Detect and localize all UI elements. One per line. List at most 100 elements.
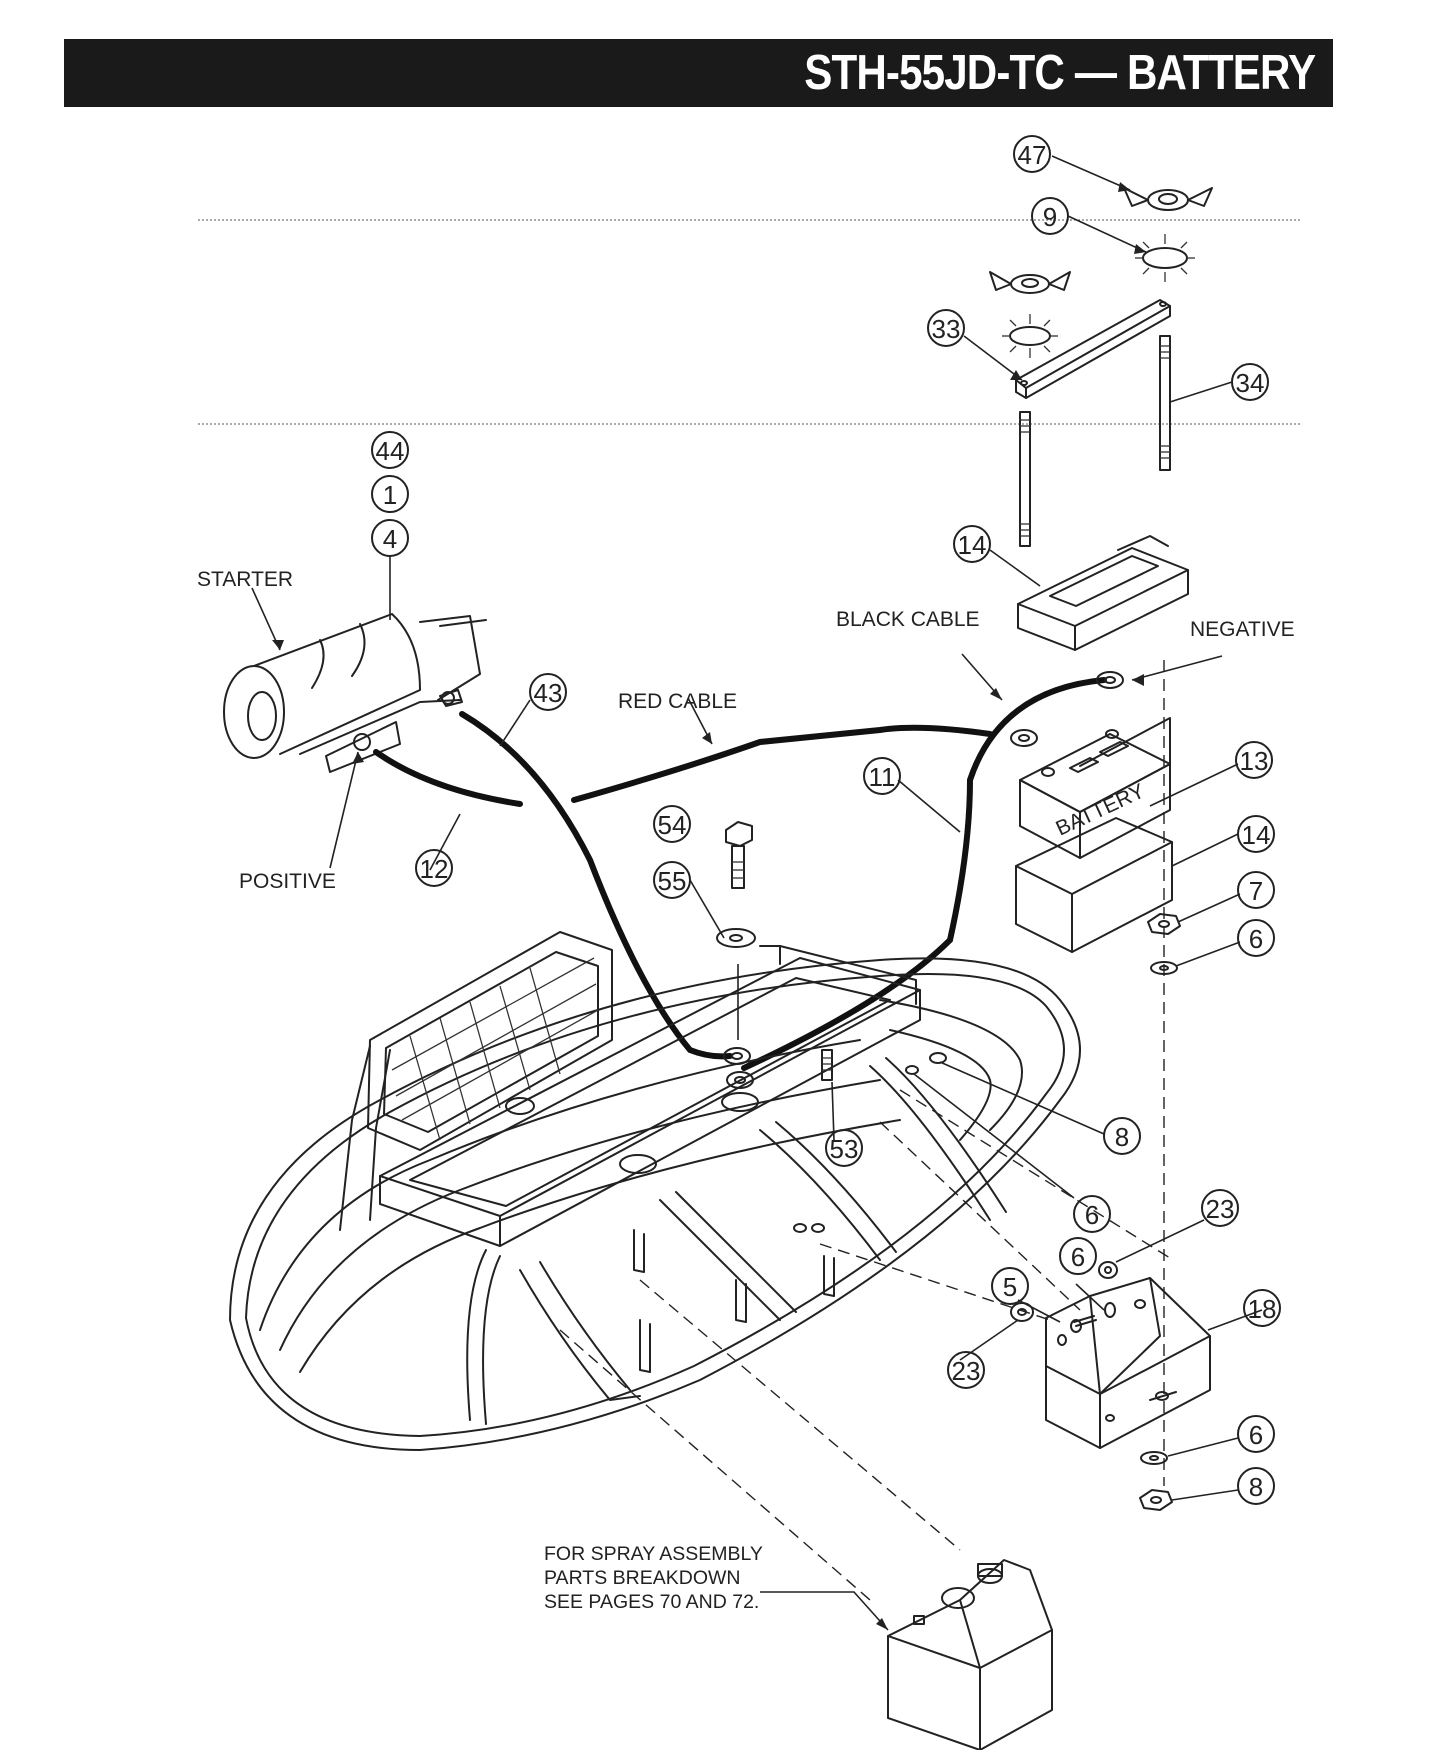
note-line-3: SEE PAGES 70 AND 72. (544, 1591, 759, 1613)
label-positive: POSITIVE (239, 870, 336, 893)
callout-53: 53 (825, 1129, 863, 1167)
svg-text:18: 18 (1248, 1294, 1277, 1324)
note-line-2: PARTS BREAKDOWN (544, 1567, 740, 1589)
washer-23-hole (1017, 1308, 1027, 1316)
label-black-cable: BLACK CABLE (836, 608, 980, 631)
wing-nut (989, 271, 1071, 294)
note-line-1: FOR SPRAY ASSEMBLY (544, 1543, 763, 1565)
callout-33: 33 (927, 309, 965, 347)
svg-text:1: 1 (383, 480, 397, 510)
washer-23 (1010, 1302, 1034, 1322)
washer-6-bottom-hole (1149, 1455, 1159, 1461)
lock-washer-9 (1135, 234, 1195, 282)
svg-text:33: 33 (932, 314, 961, 344)
bolt-5 (1070, 1315, 1097, 1333)
dash-to-spray-2 (639, 1279, 961, 1551)
svg-text:6: 6 (1085, 1200, 1099, 1230)
callout-11: 11 (863, 757, 901, 795)
svg-text:55: 55 (658, 866, 687, 896)
lock-washer-33 (1002, 314, 1058, 358)
washer-6-tray (1104, 1302, 1116, 1318)
callout-23-top: 23 (1201, 1189, 1239, 1227)
washer-55 (716, 928, 756, 948)
callout-47: 47 (1013, 135, 1051, 173)
callout-54: 54 (653, 805, 691, 843)
washer-23-b-hole (1104, 1266, 1112, 1274)
callout-8-bottom: 8 (1237, 1467, 1275, 1505)
mount-bracket-18 (1045, 1277, 1211, 1449)
starter-motor (223, 613, 487, 773)
svg-text:9: 9 (1043, 202, 1057, 232)
label-red-cable: RED CABLE (618, 690, 737, 713)
page-header: STH-55JD-TC — BATTERY (64, 39, 1333, 107)
washer-23-b (1098, 1261, 1118, 1279)
callout-13: 13 (1235, 741, 1273, 779)
label-starter: STARTER (197, 568, 293, 591)
callout-18: 18 (1243, 1289, 1281, 1327)
callout-14-top: 14 (953, 525, 991, 563)
svg-text:7: 7 (1249, 876, 1263, 906)
svg-text:6: 6 (1071, 1242, 1085, 1272)
svg-text:14: 14 (958, 530, 987, 560)
callout-8-frame: 8 (1103, 1117, 1141, 1155)
callout-55: 55 (653, 861, 691, 899)
svg-text:8: 8 (1115, 1122, 1129, 1152)
battery-label: BATTERY (1052, 780, 1148, 841)
svg-text:4: 4 (383, 524, 397, 554)
wing-nut-47 (1123, 187, 1213, 211)
battery-13: BATTERY (1019, 717, 1171, 859)
svg-text:6: 6 (1249, 1420, 1263, 1450)
callout-6-bottom: 6 (1237, 1415, 1275, 1453)
cable-terminals (723, 671, 1124, 1089)
callout-43: 43 (529, 673, 567, 711)
red-cable (571, 724, 993, 803)
leader-lines (251, 155, 1263, 1631)
battery-tray-14 (1015, 817, 1173, 953)
svg-text:6: 6 (1249, 924, 1263, 954)
threaded-rod-34 (1159, 335, 1171, 471)
callout-34: 34 (1231, 363, 1269, 401)
spray-tank (887, 1559, 1053, 1750)
svg-text:47: 47 (1018, 140, 1047, 170)
callout-7: 7 (1237, 871, 1275, 909)
callout-6-top: 6 (1237, 919, 1275, 957)
washer-6-bottom (1140, 1451, 1168, 1465)
threaded-rod (1019, 411, 1031, 547)
callout-6-tray: 6 (1059, 1237, 1097, 1275)
callout-1: 1 (371, 475, 409, 513)
svg-text:44: 44 (376, 436, 405, 466)
svg-text:12: 12 (420, 854, 449, 884)
label-negative: NEGATIVE (1190, 618, 1295, 641)
battery-cover-14 (1017, 535, 1189, 651)
nut-8-bottom (1139, 1489, 1173, 1511)
bolt-54 (725, 821, 753, 889)
dash-to-tray (879, 1121, 1081, 1311)
dash-to-tray-2 (899, 1089, 1171, 1259)
callouts: 47 9 33 34 44 1 4 14 43 11 13 14 12 54 5… (371, 135, 1281, 1505)
svg-text:53: 53 (830, 1134, 859, 1164)
callout-9: 9 (1031, 197, 1069, 235)
dash-to-spray-1 (559, 1329, 871, 1601)
leader-arrowheads (272, 182, 1146, 1630)
svg-text:11: 11 (869, 762, 896, 792)
svg-text:13: 13 (1240, 746, 1269, 776)
svg-text:54: 54 (658, 810, 687, 840)
red-cable-12 (373, 749, 523, 807)
svg-text:5: 5 (1003, 1272, 1017, 1302)
svg-text:23: 23 (1206, 1194, 1235, 1224)
svg-text:23: 23 (952, 1356, 981, 1386)
black-cable-11 (741, 677, 1107, 1071)
callout-44: 44 (371, 431, 409, 469)
callout-14-tray: 14 (1237, 815, 1275, 853)
callout-23-bottom: 23 (947, 1351, 985, 1389)
callout-4: 4 (371, 519, 409, 557)
svg-text:14: 14 (1242, 820, 1271, 850)
svg-text:34: 34 (1236, 368, 1265, 398)
page-title: STH-55JD-TC — BATTERY (803, 46, 1316, 100)
svg-text:8: 8 (1249, 1472, 1263, 1502)
callout-12: 12 (415, 849, 453, 887)
callout-5: 5 (991, 1267, 1029, 1305)
trowel-frame (229, 931, 1081, 1451)
svg-text:43: 43 (534, 678, 563, 708)
